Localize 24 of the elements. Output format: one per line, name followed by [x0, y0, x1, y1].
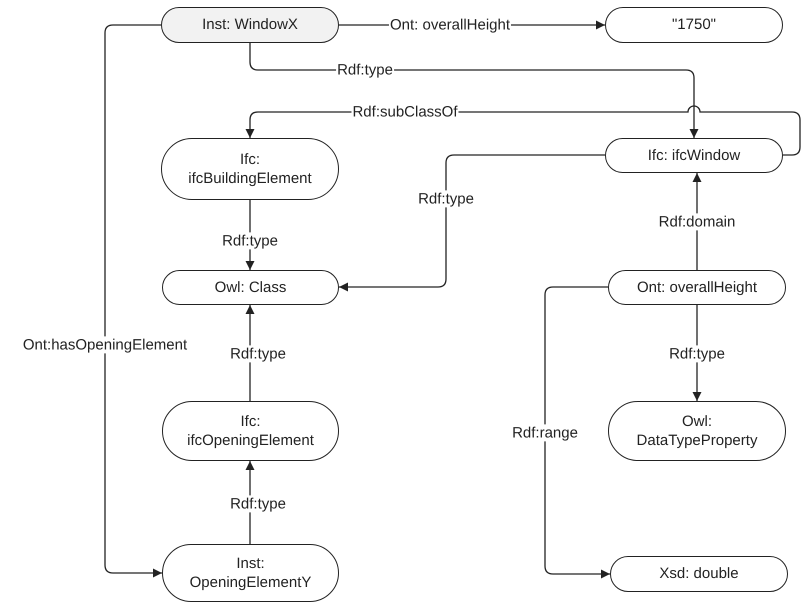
edge-label: Rdf:domain	[658, 213, 736, 231]
edge-label: Ont:hasOpeningElement	[22, 336, 188, 354]
rounded-node: Owl: DataTypeProperty	[608, 401, 786, 461]
rounded-node: Inst: WindowX	[161, 7, 339, 43]
edge-label: Rdf:type	[668, 345, 726, 363]
edge-label: Rdf:type	[229, 345, 287, 363]
rounded-node: Ifc: ifcBuildingElement	[161, 138, 339, 200]
rounded-node: Ont: overallHeight	[608, 270, 786, 305]
arrow	[104, 24, 162, 578]
edge-label: Ont: overallHeight	[388, 16, 512, 34]
rounded-node: Ifc: ifcOpeningElement	[162, 401, 339, 461]
rounded-node: "1750"	[605, 7, 783, 43]
arrow	[544, 286, 610, 578]
edge-label: Rdf:type	[229, 495, 287, 513]
arrow	[339, 154, 605, 292]
edge-label: Rdf:type	[221, 232, 279, 250]
edge-label: Rdf:type	[417, 190, 475, 208]
rounded-node: Ifc: ifcWindow	[605, 138, 783, 173]
edge-label: Rdf:range	[511, 424, 579, 442]
rounded-node: Inst: OpeningElementY	[162, 544, 339, 602]
rounded-node: Owl: Class	[162, 270, 339, 305]
rounded-node: Xsd: double	[610, 556, 788, 592]
edge-label: Rdf:type	[336, 61, 394, 79]
arrow	[249, 43, 698, 138]
